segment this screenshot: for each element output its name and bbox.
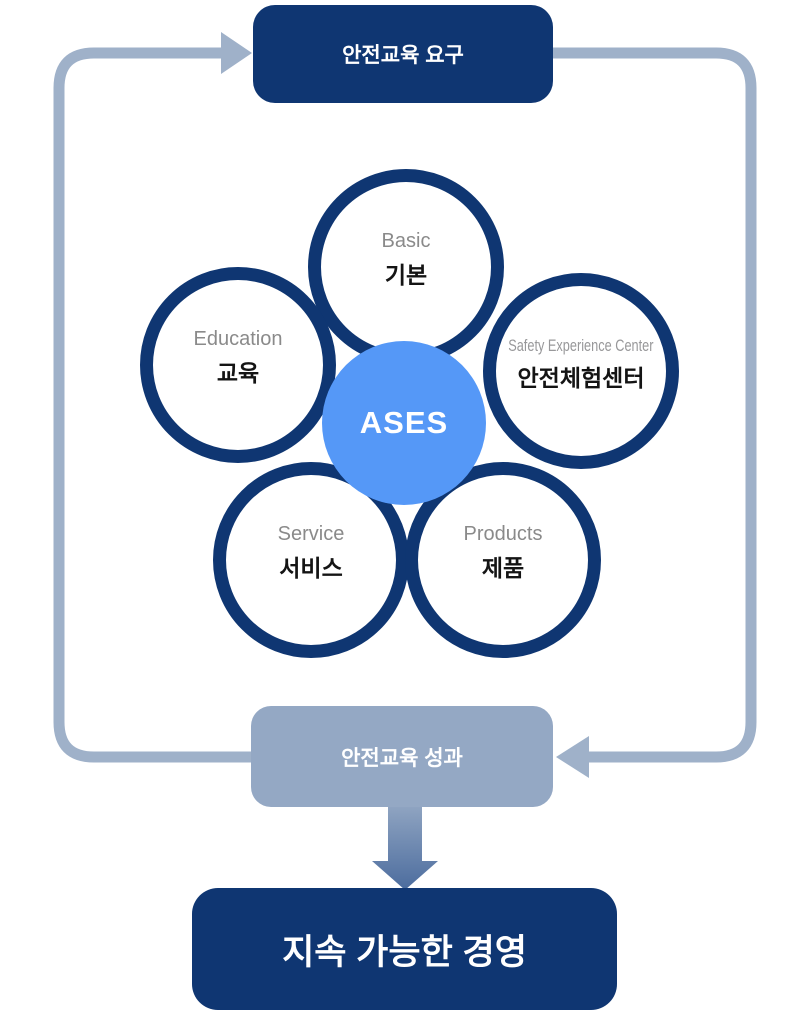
sustainable-management-label: 지속 가능한 경영 (282, 932, 527, 972)
connector-left-path (53, 47, 251, 763)
petal-education-ko-label: 교육 (216, 360, 260, 386)
petal-basic-en-label: Basic (381, 230, 431, 252)
connector-right-path (553, 47, 757, 763)
petal-service-ko-label: 서비스 (279, 555, 343, 581)
safety-education-demand-box: 안전교육 요구 (253, 5, 553, 103)
petal-education-en-label: Education (193, 328, 283, 350)
petal-education: Education 교육 (140, 267, 336, 463)
petal-basic: Basic 기본 (308, 169, 504, 365)
arrowhead-into-outcome-box (556, 736, 589, 778)
petal-safety-experience-center: Safety Experience Center 안전체험센터 (483, 273, 679, 469)
ases-hub-label: ASES (359, 405, 449, 440)
arrowhead-into-top-box (221, 32, 252, 74)
ases-hub-circle: ASES (322, 341, 486, 505)
petal-sec-ko-label: 안전체험센터 (517, 364, 645, 391)
petal-products-en-label: Products (463, 523, 543, 545)
safety-education-outcome-label: 안전교육 성과 (341, 746, 463, 770)
petal-sec-en-label: Safety Experience Center (508, 335, 654, 355)
petal-basic-ko-label: 기본 (384, 262, 428, 288)
down-arrow (372, 806, 438, 890)
sustainable-management-box: 지속 가능한 경영 (192, 888, 617, 1010)
safety-education-demand-label: 안전교육 요구 (342, 44, 464, 67)
petal-service-en-label: Service (277, 523, 345, 545)
safety-education-outcome-box: 안전교육 성과 (251, 706, 553, 807)
petal-products-ko-label: 제품 (481, 555, 525, 581)
